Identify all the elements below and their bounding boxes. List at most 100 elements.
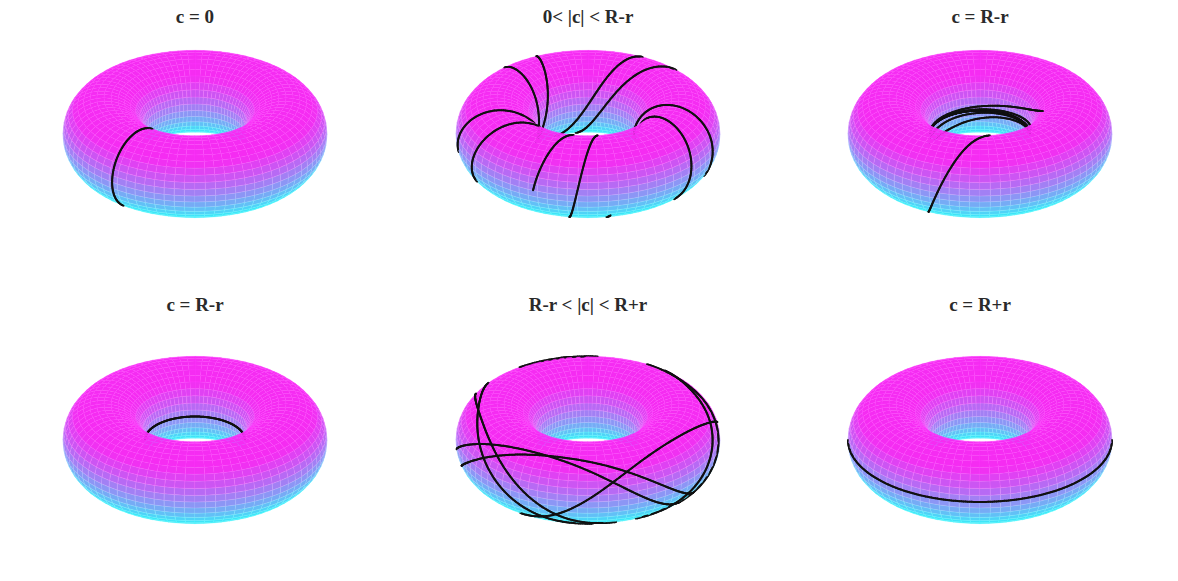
torus-surface-patch xyxy=(579,122,584,127)
torus-surface-patch xyxy=(215,181,225,189)
torus-surface-patch xyxy=(188,138,195,141)
torus-surface-patch xyxy=(104,98,111,102)
torus-surface-patch xyxy=(205,182,215,190)
torus-surface-patch xyxy=(165,167,175,175)
torus-surface-patch xyxy=(195,189,205,196)
torus-surface-patch xyxy=(195,155,204,162)
torus-surface-patch xyxy=(187,140,195,144)
torus-surface-patch xyxy=(185,175,195,182)
torus-surface-patch xyxy=(195,59,202,64)
torus-surface-patch xyxy=(189,64,195,70)
torus-surface-patch xyxy=(195,175,205,182)
torus-surface-patch xyxy=(579,90,584,97)
torus-surface-patch xyxy=(191,97,195,104)
torus-surface-patch xyxy=(195,140,203,144)
torus-surface-patch xyxy=(583,76,588,83)
torus-surface-patch xyxy=(187,144,195,149)
torus-surface-patch xyxy=(583,83,588,90)
torus-surface-patch xyxy=(203,117,207,123)
torus-surface-patch xyxy=(174,182,184,190)
torus-surface-patch xyxy=(186,155,195,162)
torus-surface-patch xyxy=(588,64,594,70)
torus-surface-patch xyxy=(582,64,588,70)
torus-surface-patch xyxy=(177,154,187,161)
torus-surface-patch xyxy=(203,104,207,111)
torus-surface-patch xyxy=(180,140,188,144)
torus-surface-patch xyxy=(592,104,596,111)
torus-surface-patch xyxy=(166,160,176,168)
torus-surface-patch xyxy=(576,97,580,104)
torus-figure xyxy=(456,50,720,217)
torus-surface-patch xyxy=(195,122,199,126)
torus-surface-patch xyxy=(195,97,199,104)
torus-surface-patch xyxy=(607,106,611,113)
torus-surface-patch xyxy=(225,172,235,180)
torus-surface-patch xyxy=(191,104,195,111)
torus-surface-patch xyxy=(213,160,223,168)
torus-surface-patch xyxy=(172,106,176,113)
torus-surface-patch xyxy=(195,70,201,76)
torus-surface-patch xyxy=(611,107,615,114)
torus-surface-patch xyxy=(607,112,611,119)
torus-surface-patch xyxy=(588,111,592,117)
torus-surface-patch xyxy=(195,76,200,83)
torus-surface-patch xyxy=(190,76,195,83)
torus-surface-patch xyxy=(584,116,588,121)
torus-surface-patch xyxy=(195,138,202,141)
torus-surface-patch xyxy=(186,149,195,155)
torus-surface-patch xyxy=(175,168,185,176)
torus-surface-patch xyxy=(174,195,184,202)
torus-surface-patch xyxy=(174,189,184,196)
torus-surface-patch xyxy=(164,188,174,196)
torus-surface-patch xyxy=(572,105,576,112)
torus-surface-patch xyxy=(176,105,180,112)
torus-surface-patch xyxy=(155,172,165,180)
torus-surface-patch xyxy=(562,107,566,114)
torus-surface-patch xyxy=(216,188,226,196)
torus-surface-patch xyxy=(195,168,205,175)
torus-surface-patch xyxy=(278,101,286,104)
torus-surface-patch xyxy=(195,211,205,214)
torus-surface-patch xyxy=(178,149,187,155)
torus-surface-patch xyxy=(214,167,224,175)
torus-surface-patch xyxy=(214,106,218,113)
torus-surface-patch xyxy=(104,101,112,104)
torus-surface-patch xyxy=(145,171,155,180)
torus-surface-patch xyxy=(187,104,191,111)
torus-surface-patch xyxy=(199,111,203,117)
torus-surface-patch xyxy=(172,112,176,119)
torus-surface-patch xyxy=(187,111,191,117)
torus-surface-patch xyxy=(195,149,204,155)
torus-surface-patch xyxy=(195,90,199,97)
torus-surface-patch xyxy=(191,111,195,117)
torus-surface-patch xyxy=(199,122,204,127)
torus-surface-patch xyxy=(191,116,195,121)
torus-surface-patch xyxy=(203,149,212,155)
torus-surface-patch xyxy=(185,196,195,202)
torus-surface-patch xyxy=(215,174,225,182)
torus-surface-patch xyxy=(164,181,174,189)
torus-surface-patch xyxy=(187,52,195,55)
torus-surface-patch xyxy=(199,117,203,122)
torus-surface-patch xyxy=(183,117,187,123)
torus-surface-patch xyxy=(195,202,205,207)
torus-surface-patch xyxy=(168,154,178,161)
torus-surface-patch xyxy=(580,117,584,122)
torus-surface-patch xyxy=(285,91,293,95)
torus-surface-patch xyxy=(191,90,195,97)
torus-surface-patch xyxy=(195,111,199,117)
torus-surface-patch xyxy=(175,175,185,183)
torus-surface-patch xyxy=(165,174,175,182)
torus-surface-patch xyxy=(195,196,205,202)
torus-surface-patch xyxy=(97,91,105,95)
torus-surface-patch xyxy=(205,189,215,196)
torus-surface-patch xyxy=(195,116,199,121)
torus-surface-patch xyxy=(588,59,595,64)
torus-surface-patch xyxy=(205,201,215,207)
torus-surface-patch xyxy=(195,55,202,59)
torus-surface-patch xyxy=(581,59,588,64)
torus-surface-patch xyxy=(195,126,200,129)
torus-surface-patch xyxy=(588,116,592,121)
torus-surface-patch xyxy=(203,97,207,104)
torus-surface-patch xyxy=(234,171,244,180)
